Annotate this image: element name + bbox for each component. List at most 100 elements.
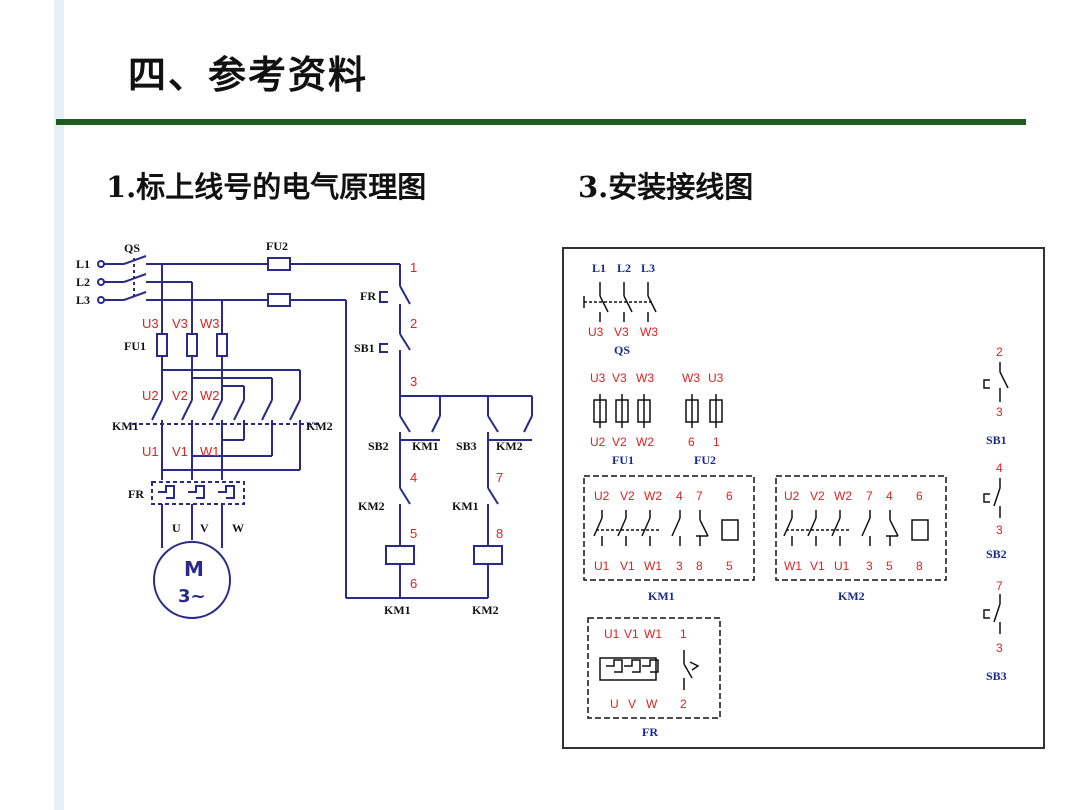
wd-fu1-u3: U3: [590, 371, 606, 385]
wd-km2-bot-0: W1: [784, 559, 802, 573]
wd-fr-bot-1: V: [628, 697, 636, 711]
motor-term-w: W: [232, 521, 244, 535]
wd-fr-top-3: 1: [680, 627, 687, 641]
label-l3: L3: [76, 293, 90, 307]
wire-w2: W2: [200, 388, 220, 403]
wd-fu1-v2: V2: [612, 435, 627, 449]
wd-fr-top-1: V1: [624, 627, 639, 641]
wd-fu2-w3: W3: [682, 371, 700, 385]
label-km1-coil: KM1: [384, 603, 411, 617]
wd-fu1-label: FU1: [612, 453, 634, 467]
wd-km2-bot-5: 8: [916, 559, 923, 573]
wd-sb2-top: 4: [996, 461, 1003, 475]
label-fu2: FU2: [266, 239, 288, 253]
wd-km2-top-0: U2: [784, 489, 800, 503]
wire-w3: W3: [200, 316, 220, 331]
label-fu1: FU1: [124, 339, 146, 353]
wire-v2: V2: [172, 388, 188, 403]
wd-km1-top-2: W2: [644, 489, 662, 503]
wd-km2-top-3: 7: [866, 489, 873, 503]
wd-qs-label: QS: [614, 343, 630, 357]
label-km1-interlock: KM1: [452, 499, 479, 513]
wire-u3: U3: [142, 316, 159, 331]
wd-km1-top-0: U2: [594, 489, 610, 503]
wire-u1: U1: [142, 444, 159, 459]
wd-km1-bot-2: W1: [644, 559, 662, 573]
wire-v3: V3: [172, 316, 188, 331]
label-qs: QS: [124, 241, 140, 255]
label-fr-main: FR: [128, 487, 144, 501]
wd-qs-v3: V3: [614, 325, 629, 339]
wd-sb1-label: SB1: [986, 433, 1007, 447]
schematic-diagram: [97, 255, 533, 619]
label-l2: L2: [76, 275, 90, 289]
label-km2-interlock: KM2: [358, 499, 385, 513]
wd-fu1-w3: W3: [636, 371, 654, 385]
wd-qs-u3: U3: [588, 325, 604, 339]
wd-sb3-top: 7: [996, 579, 1003, 593]
wire-u2: U2: [142, 388, 159, 403]
wd-km1-bot-5: 5: [726, 559, 733, 573]
wd-km1-bot-1: V1: [620, 559, 635, 573]
label-sb3: SB3: [456, 439, 477, 453]
wd-fu1-u2: U2: [590, 435, 606, 449]
wd-qs-l3: L3: [641, 261, 655, 275]
wd-fr-label: FR: [642, 725, 658, 739]
wiring-diagram: [583, 282, 1009, 719]
wd-fu2-u3: U3: [708, 371, 724, 385]
motor-term-v: V: [200, 521, 209, 535]
title-underline: [56, 119, 1026, 125]
label-km2-coil: KM2: [472, 603, 499, 617]
label-sb2: SB2: [368, 439, 389, 453]
wire-v1: V1: [172, 444, 188, 459]
wd-km1-top-1: V2: [620, 489, 635, 503]
wd-km2-top-1: V2: [810, 489, 825, 503]
wd-km2-top-4: 4: [886, 489, 893, 503]
label-sb1: SB1: [354, 341, 375, 355]
label-km1-holding: KM1: [412, 439, 439, 453]
node-8: 8: [496, 526, 503, 541]
wd-fr-bot-2: W: [646, 697, 658, 711]
wd-km2-bot-2: U1: [834, 559, 850, 573]
motor-symbol-phase: 3~: [178, 586, 206, 607]
node-6: 6: [410, 576, 417, 591]
wd-km2-top-5: 6: [916, 489, 923, 503]
wd-km1-bot-4: 8: [696, 559, 703, 573]
wd-sb1-top: 2: [996, 345, 1003, 359]
wd-sb2-bottom: 3: [996, 523, 1003, 537]
section-title-schematic: 1.标上线号的电气原理图: [106, 170, 427, 204]
wd-fu1-w2: W2: [636, 435, 654, 449]
label-l1: L1: [76, 257, 90, 271]
wd-km1-top-5: 6: [726, 489, 733, 503]
wd-fr-bot-3: 2: [680, 697, 687, 711]
wd-km1-top-4: 7: [696, 489, 703, 503]
wd-sb3-label: SB3: [986, 669, 1007, 683]
wd-sb3-bottom: 3: [996, 641, 1003, 655]
wd-km1-bot-0: U1: [594, 559, 610, 573]
wd-fu1-v3: V3: [612, 371, 627, 385]
label-km2-holding: KM2: [496, 439, 523, 453]
node-5: 5: [410, 526, 417, 541]
label-km2-main: KM2: [306, 419, 333, 433]
wd-qs-l1: L1: [592, 261, 606, 275]
wd-km2-bot-1: V1: [810, 559, 825, 573]
wd-km1-label: KM1: [648, 589, 675, 603]
wd-fr-top-2: W1: [644, 627, 662, 641]
label-km1-main: KM1: [112, 419, 139, 433]
wd-qs-w3: W3: [640, 325, 658, 339]
wiring-frame: [562, 247, 1045, 749]
node-2: 2: [410, 316, 417, 331]
motor-term-u: U: [172, 521, 181, 535]
wd-fu2-label: FU2: [694, 453, 716, 467]
wd-km1-top-3: 4: [676, 489, 683, 503]
wd-km2-label: KM2: [838, 589, 865, 603]
page-title: 四、参考资料: [128, 53, 369, 97]
left-accent-strip: [54, 0, 64, 810]
node-1: 1: [410, 260, 417, 275]
motor-symbol-m: M: [184, 557, 204, 581]
wd-sb1-bottom: 3: [996, 405, 1003, 419]
wd-qs-l2: L2: [617, 261, 631, 275]
section-title-wiring: 3.安装接线图: [578, 170, 754, 204]
wd-km2-bot-4: 5: [886, 559, 893, 573]
